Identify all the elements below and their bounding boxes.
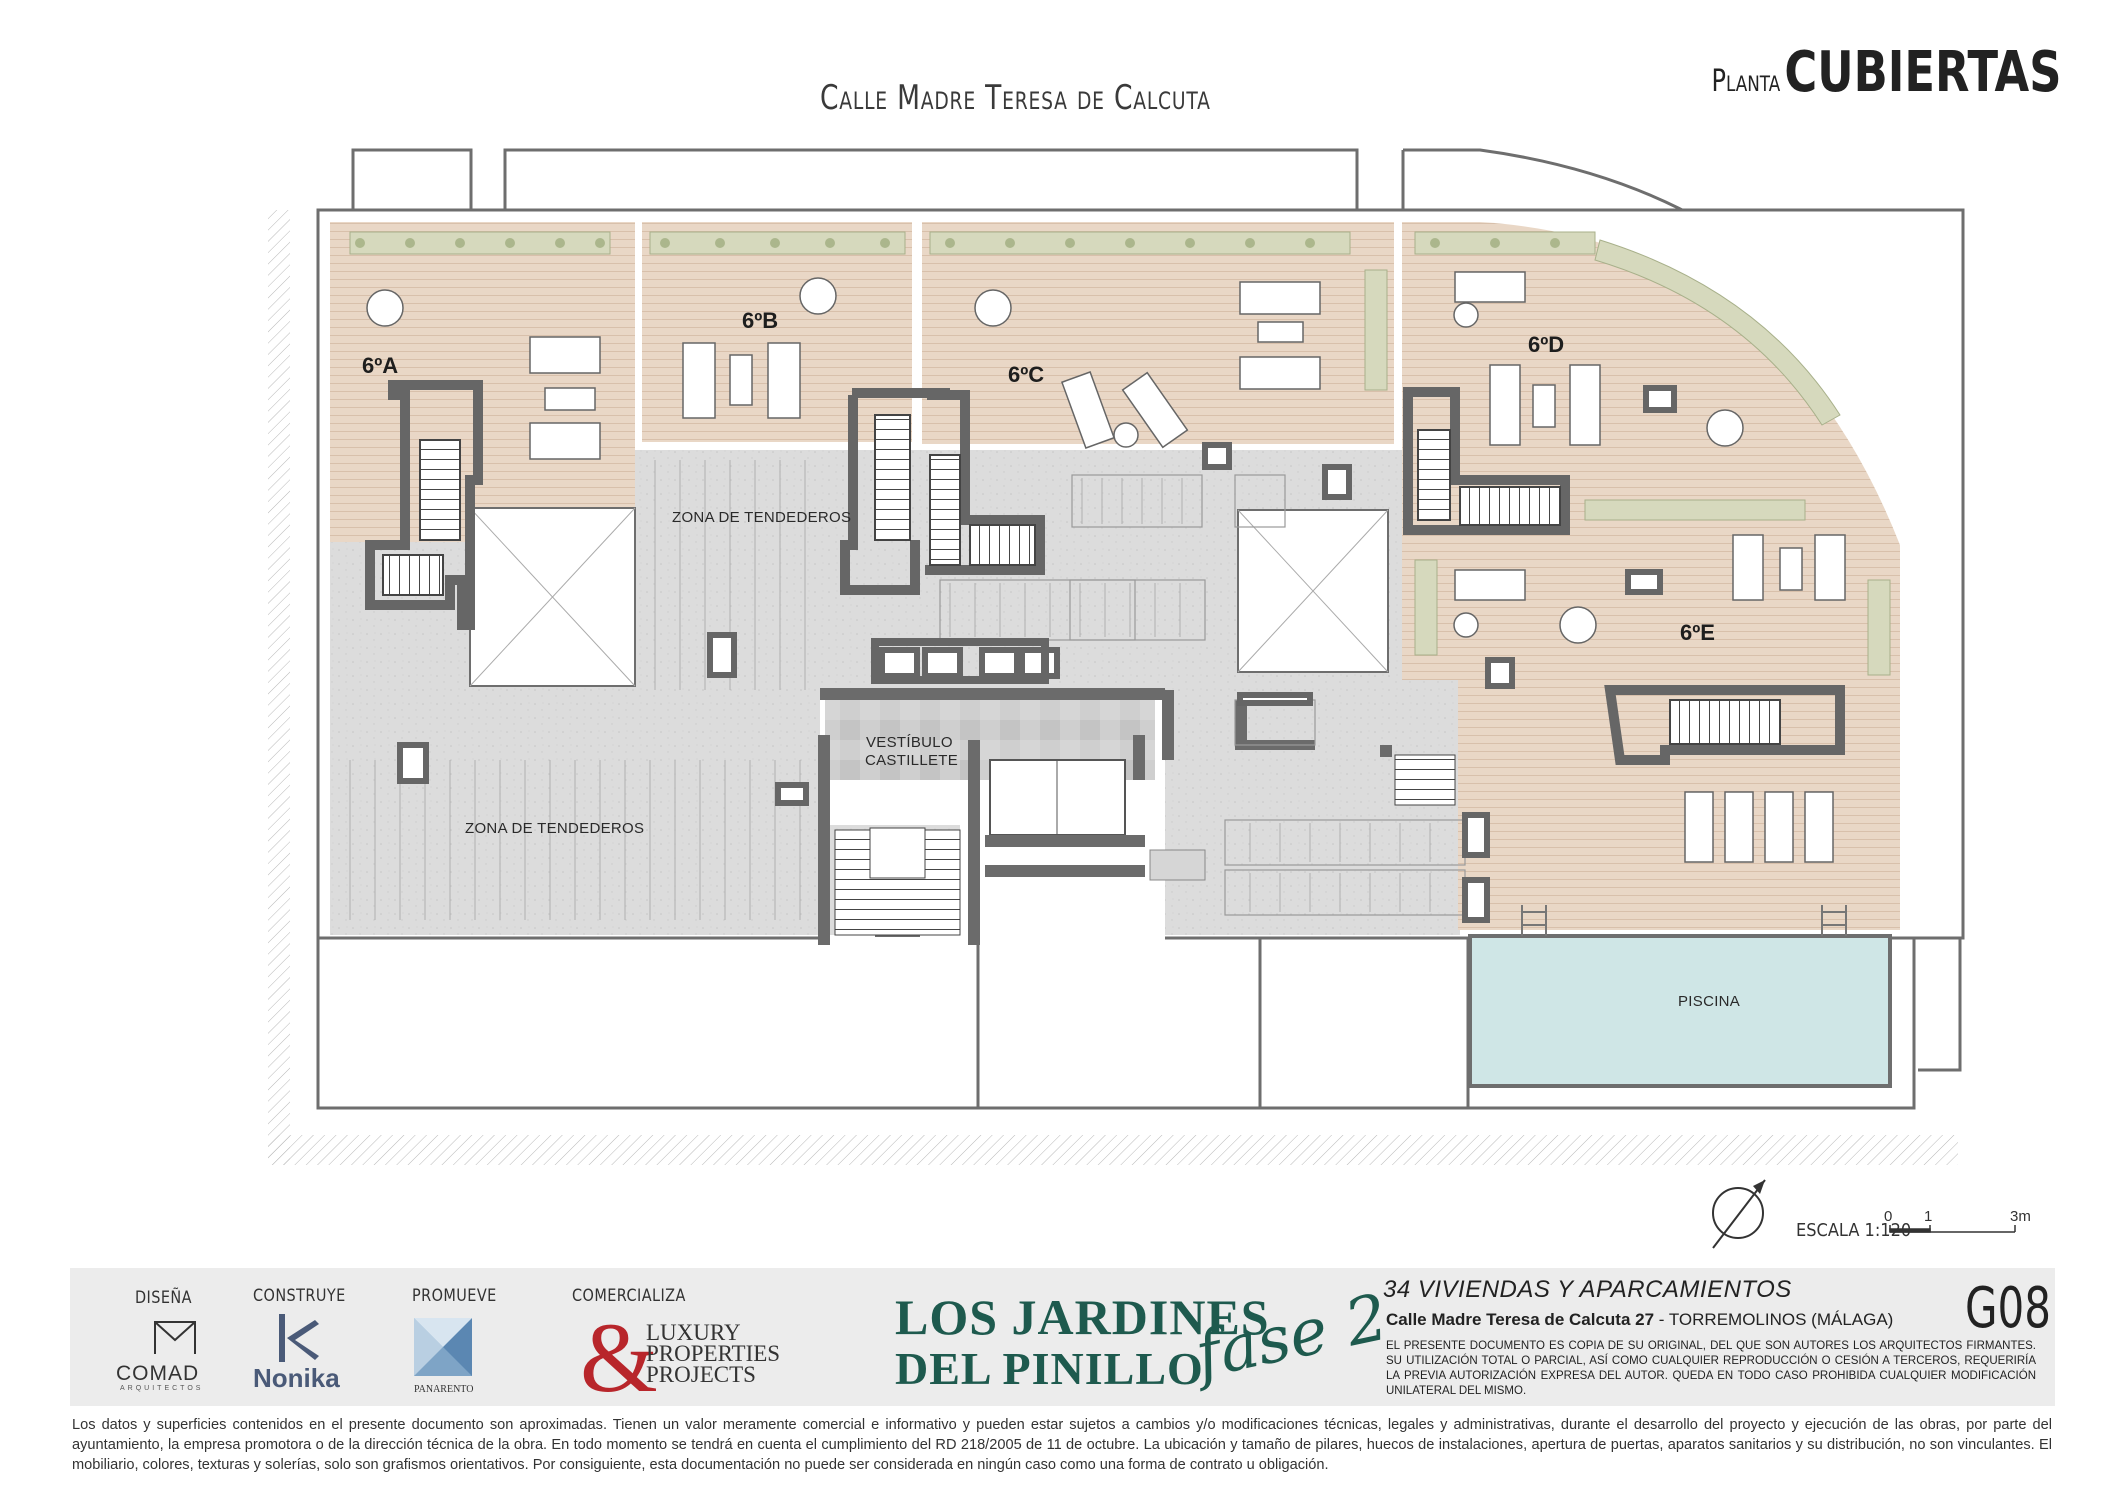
brand-line2: DEL PINILLO <box>895 1343 1204 1394</box>
nonika-logo-text: Nonika <box>253 1363 340 1393</box>
role-construye: CONSTRUYE <box>253 1286 346 1306</box>
ampersand-logo-icon: & <box>580 1302 658 1413</box>
role-disena: DISEÑA <box>135 1288 192 1308</box>
unit-label-6b: 6ºB <box>742 308 779 333</box>
zone-tendederos-top: ZONA DE TENDEDEROS <box>672 509 852 526</box>
role-promueve: PROMUEVE <box>412 1286 497 1306</box>
comad-logo-text: COMAD <box>116 1362 200 1385</box>
pool <box>1468 934 1892 1088</box>
pool-label: PISCINA <box>1678 993 1741 1010</box>
scale-label: ESCALA 1:120 <box>1796 1220 1912 1241</box>
unit-label-6a: 6ºA <box>362 353 399 378</box>
planters <box>349 231 1891 676</box>
zone-tendederos-bottom: ZONA DE TENDEDEROS <box>465 820 645 837</box>
plan-title: Planta CUBIERTAS <box>1711 40 2061 105</box>
project-legal: EL PRESENTE DOCUMENTO ES COPIA DE SU ORI… <box>1386 1340 2036 1397</box>
street-name: Calle Madre Teresa de Calcuta <box>820 78 1211 118</box>
unit-label-6d: 6ºD <box>1528 332 1565 357</box>
panarento-logo-icon <box>414 1318 472 1376</box>
unit-label-6e: 6ºE <box>1680 620 1715 645</box>
project-address: Calle Madre Teresa de Calcuta 27 - TORRE… <box>1386 1310 1893 1330</box>
skylights <box>469 507 1389 687</box>
scale-tick-1: 1 <box>1924 1208 1933 1225</box>
comad-logo-sub: ARQUITECTOS <box>120 1385 204 1392</box>
scale-tick-0: 0 <box>1884 1208 1893 1225</box>
sheet-code: G08 <box>1965 1276 2051 1341</box>
plan-title-large: CUBIERTAS <box>1783 40 2061 105</box>
vestibulo-label-2: CASTILLETE <box>865 752 959 769</box>
project-heading: 34 VIVIENDAS Y APARCAMIENTOS <box>1383 1276 1792 1303</box>
footer-band <box>70 1268 2055 1406</box>
unit-label-6c: 6ºC <box>1008 362 1045 387</box>
walls <box>365 380 1845 945</box>
role-comercializa: COMERCIALIZA <box>572 1286 686 1306</box>
project-address-city: - TORREMOLINOS (MÁLAGA) <box>1654 1310 1894 1329</box>
stairs <box>382 414 1781 936</box>
brand-line1: LOS JARDINES <box>895 1289 1270 1345</box>
project-address-street: Calle Madre Teresa de Calcuta 27 <box>1386 1310 1655 1329</box>
floor-plan <box>268 148 2016 1249</box>
luxury-logo: LUXURY PROPERTIES PROJECTS <box>646 1320 781 1387</box>
furniture <box>366 271 1846 863</box>
comad-logo-icon <box>154 1321 196 1354</box>
disclaimer: Los datos y superficies contenidos en el… <box>72 1417 2052 1473</box>
vestibulo-label-1: VESTÍBULO <box>866 734 953 751</box>
luxury-logo-line1: LUXURY <box>646 1320 741 1345</box>
scale-bar <box>1889 1225 2016 1233</box>
luxury-logo-line3: PROJECTS <box>646 1362 756 1387</box>
panarento-logo-text: PANARENTO <box>414 1384 474 1395</box>
north-arrow-icon <box>1712 1179 1766 1249</box>
scale-tick-3m: 3m <box>2010 1208 2031 1225</box>
plan-title-small: Planta <box>1711 64 1780 99</box>
nonika-logo-icon <box>279 1314 319 1362</box>
luxury-logo-line2: PROPERTIES <box>646 1341 781 1366</box>
hatched-boundary <box>268 210 1958 1165</box>
